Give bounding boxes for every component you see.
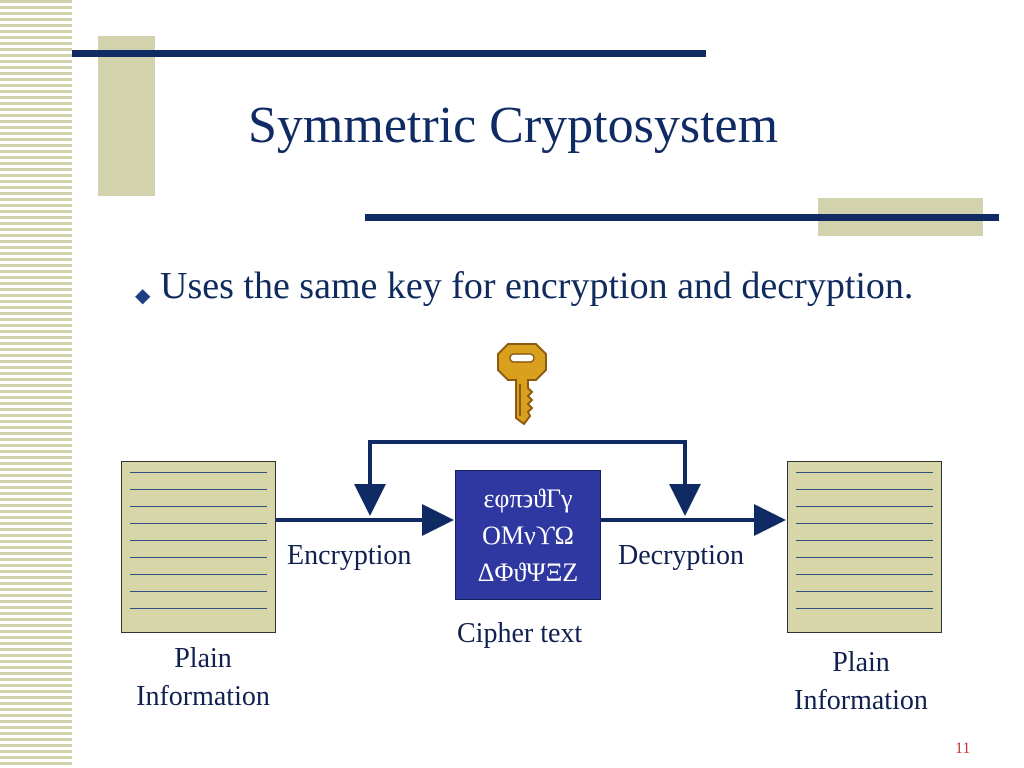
information-word: Information [794, 685, 928, 716]
plain-word: Plain [174, 643, 232, 674]
key-icon [497, 343, 547, 426]
cipher-line: ΔΦϑΨΞΖ [477, 557, 579, 587]
plain-word: Plain [832, 647, 890, 678]
encryption-label: Encryption [287, 540, 412, 571]
cipher-text-box: εφπ϶ϑΓγ ΟΜνϒΩ ΔΦϑΨΞΖ [455, 470, 601, 600]
page-number: 11 [955, 740, 971, 757]
bullet-text: Uses the same key for encryption and dec… [160, 265, 914, 307]
cipher-line: ΟΜνϒΩ [482, 520, 574, 550]
slide-title: Symmetric Cryptosystem [248, 97, 779, 154]
right-plain-label: Plain Information [776, 644, 946, 720]
striped-margin [0, 0, 72, 768]
plain-document-left [121, 461, 276, 633]
decryption-label: Decryption [618, 540, 744, 571]
left-plain-label: Plain Information [118, 640, 288, 716]
cipher-text-label: Cipher text [457, 618, 583, 649]
khaki-block-top [98, 36, 155, 196]
information-word: Information [136, 681, 270, 712]
diamond-bullet-icon: ◆ [135, 285, 151, 307]
plain-document-right [787, 461, 942, 633]
title-bar-bottom [365, 214, 999, 221]
title-bar-top [72, 50, 706, 57]
cipher-line: εφπ϶ϑΓγ [483, 483, 573, 513]
